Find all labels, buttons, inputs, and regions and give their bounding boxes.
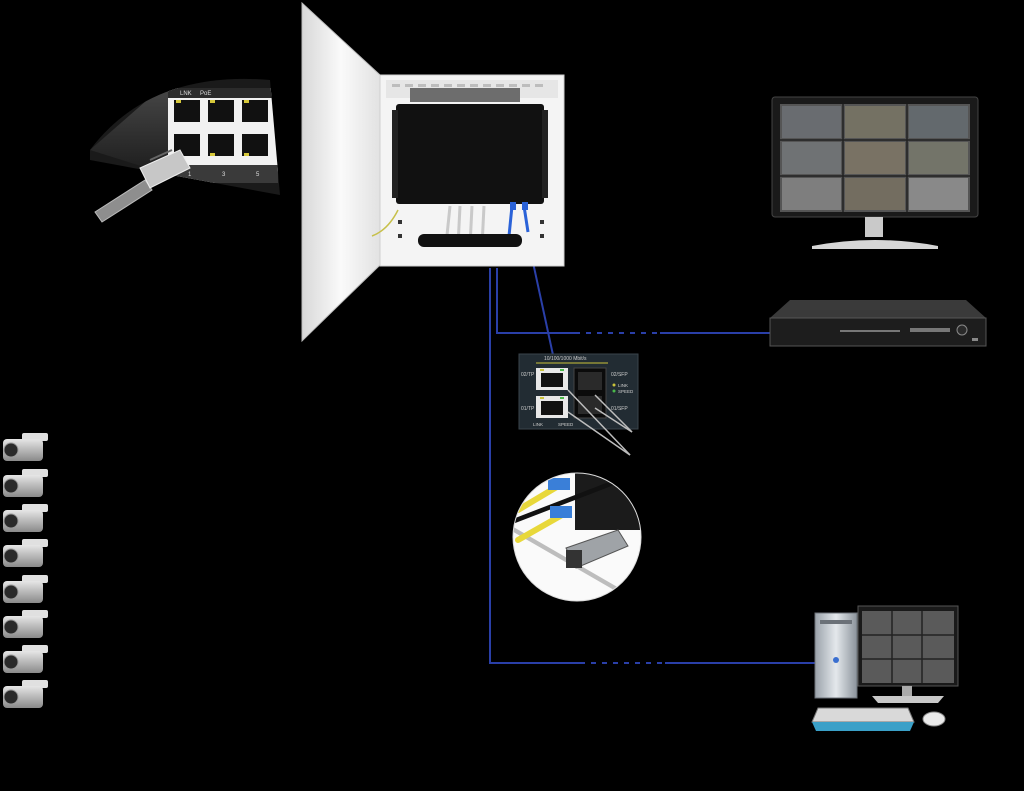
wall-cabinet: [301, 1, 565, 343]
camera-icon: [3, 645, 48, 673]
converter-led-speed: SPEED: [618, 389, 634, 394]
link-cabinet-to-nvr: [496, 268, 770, 334]
poe-switch-closeup: LNK PoE 1 3 5: [90, 78, 280, 223]
camera-icon: [3, 504, 48, 532]
poe-header-right: PoE: [200, 91, 211, 97]
converter-port-02sfp: 02/SFP: [611, 372, 628, 378]
poe-port-5: 5: [256, 172, 260, 178]
cctv-monitor: [771, 96, 979, 249]
camera-icon: [3, 610, 48, 638]
poe-header-left: LNK: [180, 91, 192, 97]
converter-port-01tp: 01/TP: [521, 406, 535, 412]
camera-icon: [3, 680, 48, 708]
link-cabinet-to-workstation: [489, 268, 816, 664]
cabinet-switch: [396, 104, 544, 204]
camera-icon: [3, 469, 48, 497]
cabinet-door: [301, 1, 381, 343]
keyboard-icon: [811, 707, 915, 731]
sfp-icon: [565, 529, 629, 569]
converter-port-01sfp: 01/SFP: [611, 406, 628, 412]
rj45-plug-icon: [94, 149, 191, 223]
converter-bottom-speed: SPEED: [558, 422, 574, 427]
converter-bottom-link: LINK: [533, 422, 543, 427]
sfp-module-closeup: [512, 472, 642, 602]
converter-led-link: LINK: [618, 383, 628, 388]
converter-speed-label: 10/100/1000 Mbit/s: [544, 356, 587, 362]
mouse-icon: [922, 711, 946, 727]
camera-bank: [3, 433, 48, 708]
poe-port-3: 3: [222, 172, 226, 178]
workstation: [811, 605, 959, 731]
network-links: [489, 229, 816, 664]
camera-icon: [3, 539, 48, 567]
converter-port-02tp: 02/TP: [521, 372, 535, 378]
camera-icon: [3, 575, 48, 603]
poe-port-1: 1: [188, 172, 192, 178]
camera-icon: [3, 433, 48, 461]
nvr-recorder: [769, 300, 987, 347]
media-converter: 10/100/1000 Mbit/s 02/TP 01/TP 02/SFP 01…: [518, 353, 639, 456]
pc-icon: [814, 612, 858, 699]
